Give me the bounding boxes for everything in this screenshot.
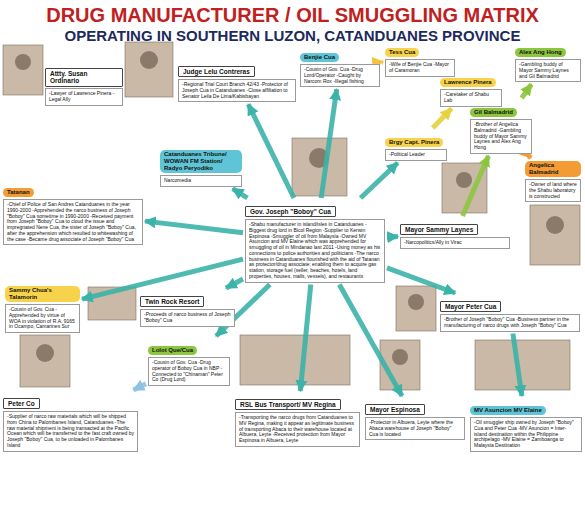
name-tag: MV Asuncion MV Elaine xyxy=(470,406,546,415)
connector-arrow xyxy=(513,334,522,397)
connector-arrow xyxy=(387,268,455,293)
description: -Lawyer of Lawrence Pinera -Legal Ally xyxy=(45,88,123,106)
connector-arrow xyxy=(522,84,532,98)
name-tag: Tess Cua xyxy=(385,48,419,57)
connector-arrow xyxy=(387,234,398,240)
description: -Cousin of Gov. Cua -Drug Lord/Operator … xyxy=(300,64,380,87)
connector-arrow xyxy=(463,156,489,216)
name-tag: Brgy Capt. Pinera xyxy=(385,138,443,147)
silhouette xyxy=(140,51,158,69)
person-box: Catanduanes Tribune/ WOWAN FM Station/ R… xyxy=(160,150,242,187)
person-box: RSL Bus Transport/ MV Regina -Transportin… xyxy=(235,393,360,447)
person-box: Gov. Joseph "Boboy" Cua -Shabu manufactur… xyxy=(245,200,385,283)
description: -Oil smuggler ship owned by Joseph "Bobo… xyxy=(470,417,582,452)
silhouette xyxy=(456,172,472,188)
person-box: Lolot Que/Cua -Cousin of Gov. Cua -Drug o… xyxy=(148,338,230,386)
name-tag: Benjie Cua xyxy=(300,53,339,62)
description: -Chief of Police of San Andres Catanduan… xyxy=(3,199,143,245)
name-tag: Attty. Susan Ordinario xyxy=(45,68,123,87)
description: -Wife of Benjie Cua -Mayor of Caramoran xyxy=(385,59,455,77)
description: -Owner of land where the Shabu laborator… xyxy=(525,179,581,202)
person-box: Gil Balmadrid -Brother of Angelica Balmad… xyxy=(470,100,532,154)
person-box: Mayor Peter Cua -Brother of Joseph "Boboy… xyxy=(440,295,580,332)
description: -Regional Trial Court Branch 42/43 -Prot… xyxy=(178,79,296,102)
connector-arrow xyxy=(233,189,248,198)
name-tag: Gil Balmadrid xyxy=(470,108,517,117)
person-box: Benjie Cua -Cousin of Gov. Cua -Drug Lord… xyxy=(300,45,380,87)
silhouette xyxy=(392,349,408,365)
connector-arrow xyxy=(339,285,402,397)
person-box: MV Asuncion MV Elaine -Oil smuggler ship … xyxy=(470,398,582,452)
title: DRUG MANUFACTURER / OIL SMUGGLING MATRIX xyxy=(0,4,585,27)
person-box: Brgy Capt. Pinera -Political Leader xyxy=(385,130,447,161)
photo xyxy=(240,335,350,385)
name-tag: Angelica Balmadrid xyxy=(525,161,581,177)
description: -Proceeds of narco business of Joseph "B… xyxy=(140,309,235,327)
description: -Protector in Albuera, Leyte where the A… xyxy=(365,417,465,440)
description: -Caretaker of Shabu Lab xyxy=(440,89,502,107)
silhouette xyxy=(36,344,54,362)
description: -Cousin of Gov. Cua -Apprehended by virt… xyxy=(5,304,80,333)
photo xyxy=(125,42,173,97)
description: -Supplier of narco raw materials which w… xyxy=(3,411,138,452)
connector-arrow xyxy=(133,384,146,390)
name-tag: Peter Co xyxy=(3,398,40,409)
subtitle: OPERATING IN SOUTHERN LUZON, CATANDUANES… xyxy=(0,27,585,44)
name-tag: Lolot Que/Cua xyxy=(148,346,197,355)
connector-arrow xyxy=(248,104,294,198)
name-tag: Twin Rock Resort xyxy=(140,296,204,307)
photo xyxy=(20,335,70,387)
name-tag: Alex Ang Hong xyxy=(515,48,566,57)
silhouette xyxy=(546,216,564,234)
name-tag: Mayor Peter Cua xyxy=(440,301,501,312)
name-tag: RSL Bus Transport/ MV Regina xyxy=(235,399,341,410)
description: -Narcopolitics/Ally in Virac xyxy=(400,237,510,249)
person-box: Alex Ang Hong -Gambling buddy of Mayor Sa… xyxy=(515,40,581,82)
connector-arrow xyxy=(433,109,452,129)
person-box: Mayor Sammy Laynes -Narcopolitics/Ally in… xyxy=(400,218,510,249)
name-tag: Sammy Chua's Talamorin xyxy=(5,286,80,302)
photo xyxy=(530,205,580,265)
description: -Political Leader xyxy=(385,149,447,161)
person-box: Angelica Balmadrid -Owner of land where t… xyxy=(525,160,581,202)
connector-arrow xyxy=(382,59,383,64)
name-tag: Judge Lelu Contreras xyxy=(178,66,255,77)
photo-placeholders xyxy=(3,42,580,390)
person-box: Sammy Chua's Talamorin -Cousin of Gov. Cu… xyxy=(5,285,80,333)
description: -Gambling buddy of Mayor Sammy Laynes an… xyxy=(515,59,581,82)
description: Narcomedia xyxy=(160,175,242,187)
connector-arrow xyxy=(321,89,337,198)
person-box: Peter Co -Supplier of narco raw materials… xyxy=(3,392,138,452)
person-box: Attty. Susan Ordinario-Lawyer of Lawrenc… xyxy=(45,68,123,106)
silhouette xyxy=(408,294,424,310)
description: -Shabu manufacturer in island/isles in C… xyxy=(245,219,385,283)
name-tag: Mayor Sammy Laynes xyxy=(400,224,478,235)
person-box: Tatanan -Chief of Police of San Andres Ca… xyxy=(3,180,143,245)
name-tag: Lawrence Pinera xyxy=(440,78,496,87)
person-box: Mayor Espinosa -Protector in Albuera, Ley… xyxy=(365,398,465,440)
description: -Brother of Angelica Balmadrid -Gambling… xyxy=(470,119,532,154)
name-tag: Gov. Joseph "Boboy" Cua xyxy=(245,206,336,217)
person-box: Judge Lelu Contreras -Regional Trial Cour… xyxy=(178,60,296,102)
connector-arrow xyxy=(82,259,243,299)
name-tag: Mayor Espinosa xyxy=(365,404,425,415)
name-tag: Tatanan xyxy=(3,188,34,197)
photo xyxy=(3,45,43,95)
photo xyxy=(292,138,347,196)
photo xyxy=(475,340,570,390)
name-tag: Catanduanes Tribune/ WOWAN FM Station/ R… xyxy=(160,150,242,173)
connector-arrow xyxy=(300,285,310,392)
photo xyxy=(396,286,436,331)
connector-arrow xyxy=(226,279,243,288)
silhouette xyxy=(15,54,31,70)
connector-arrow xyxy=(145,221,243,233)
person-box: Twin Rock Resort -Proceeds of narco busin… xyxy=(140,290,235,327)
connector-arrow xyxy=(361,163,398,198)
description: -Cousin of Gov. Cua -Drug operator of Bo… xyxy=(148,357,230,386)
person-box: Tess Cua -Wife of Benjie Cua -Mayor of Ca… xyxy=(385,40,455,77)
description: -Brother of Joseph "Boboy" Cua -Business… xyxy=(440,314,580,332)
description: -Transporting the narco drugs from Catan… xyxy=(235,412,360,447)
person-box: Lawrence Pinera -Caretaker of Shabu Lab xyxy=(440,70,502,107)
connector-arrow xyxy=(529,156,531,158)
